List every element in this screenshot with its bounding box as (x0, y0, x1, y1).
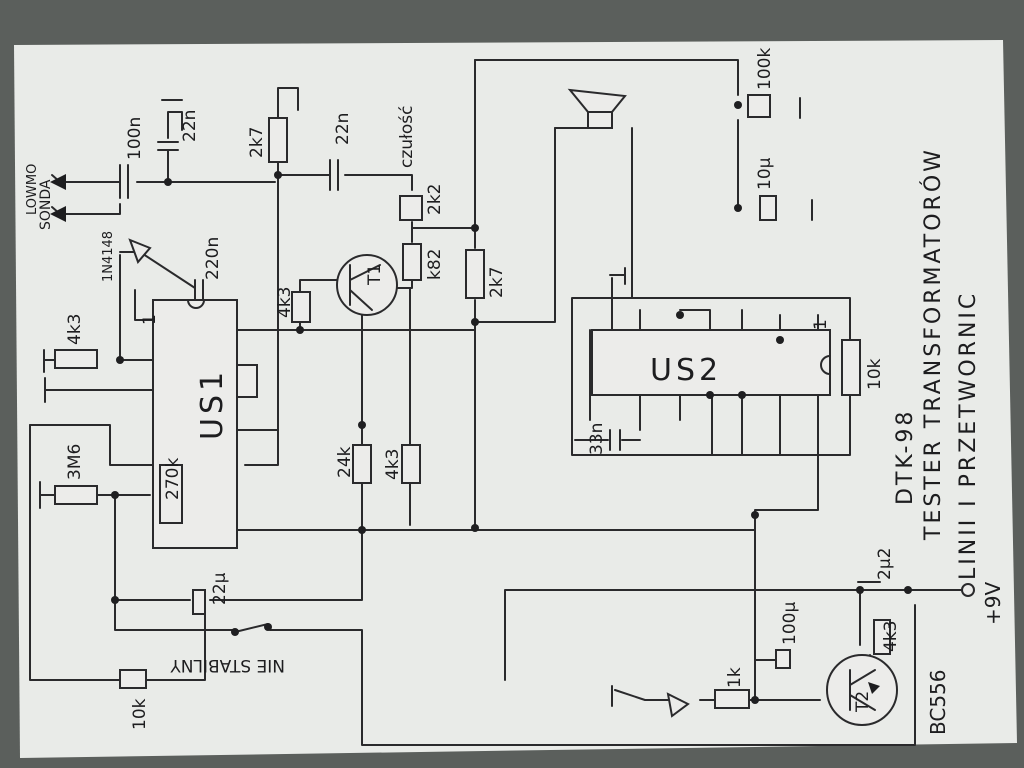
label-2k7-top: 2k7 (247, 127, 267, 158)
label-2u2: 2μ2 (875, 548, 895, 580)
label-1n4148: 1N4148 (101, 231, 116, 282)
label-t1: T1 (365, 264, 385, 286)
label-supply: +9V (981, 582, 1005, 625)
label-2k2: 2k2 (425, 184, 445, 215)
label-100k: 100k (755, 48, 775, 90)
label-22u: 22μ (210, 572, 230, 605)
label-nie-stabilny: NIE STABILNY (170, 655, 285, 675)
label-t2: T2 (853, 691, 873, 713)
label-220n: 220n (203, 237, 223, 280)
label-22n-gnd: 22n (180, 110, 200, 142)
wiring (29, 59, 969, 746)
us2-pin1: 1 (811, 319, 831, 330)
label-24k: 24k (335, 446, 355, 478)
label-100u: 100μ (780, 602, 800, 645)
labels: 100n 22n 2k7 22n czułość 2k2 k82 2k7 1N4… (25, 48, 1005, 735)
label-10u: 10μ (755, 157, 775, 190)
label-4k3-b: 4k3 (275, 287, 295, 318)
label-sonda: SONDA (38, 179, 54, 230)
label-22n-top: 22n (333, 113, 353, 145)
label-10k-left: 10k (130, 698, 150, 730)
title-line3: LINII I PRZETWORNIC (956, 291, 981, 580)
label-k82: k82 (425, 249, 445, 280)
misc-symbols (39, 97, 975, 718)
label-4k3-d: 4k3 (881, 621, 901, 652)
us1-pin1: 1 (140, 314, 160, 325)
label-lowmo: LOWMO (25, 164, 40, 215)
resistors (54, 94, 891, 709)
label-czulosc: czułość (397, 106, 417, 168)
label-1k: 1k (725, 667, 745, 688)
us2-chip (591, 329, 831, 396)
label-4k3-c: 4k3 (383, 449, 403, 480)
junction-dots (111, 101, 912, 704)
label-4k3-a: 4k3 (65, 314, 85, 345)
label-100n: 100n (125, 117, 145, 160)
label-270k: 270k (163, 458, 183, 500)
label-3m6: 3M6 (65, 444, 85, 480)
label-33n: 33n (587, 423, 607, 455)
title-line1: DTK-98 (893, 409, 918, 505)
label-bc556: BC556 (926, 669, 950, 735)
capacitors (119, 141, 881, 669)
label-2k7-right: 2k7 (487, 267, 507, 298)
us1-label: US1 (195, 368, 230, 440)
title-line2: TESTER TRANSFORMATORÓW (920, 147, 946, 541)
speaker-icon (567, 88, 627, 129)
label-10k-right: 10k (865, 358, 885, 390)
transistors (336, 254, 898, 726)
us2-label: US2 (650, 353, 722, 388)
